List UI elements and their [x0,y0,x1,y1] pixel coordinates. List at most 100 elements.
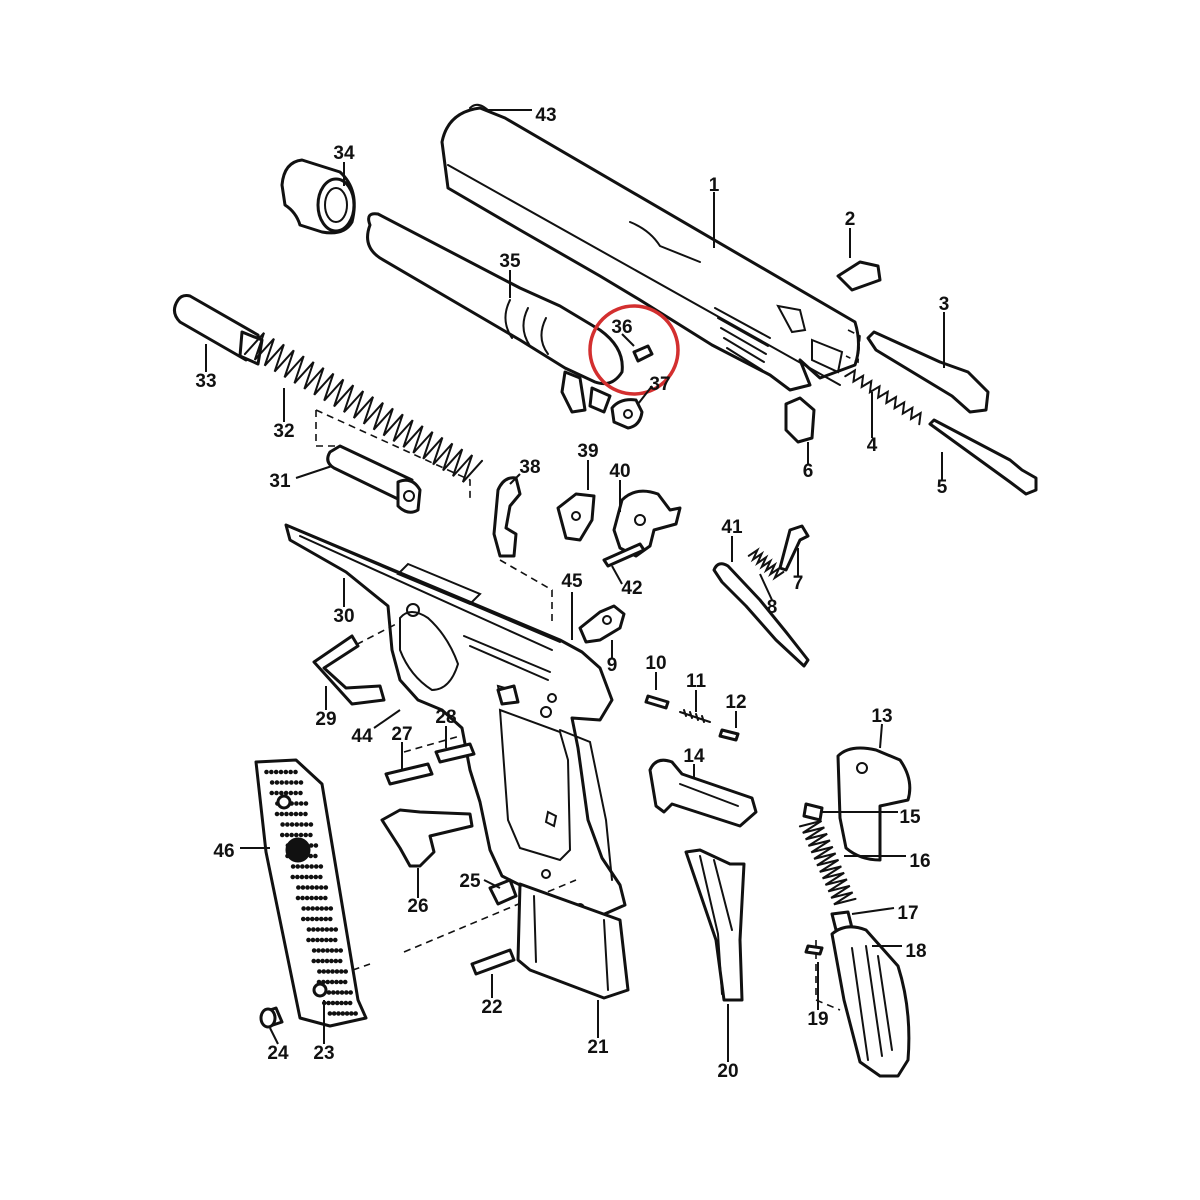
callout-label-12: 12 [725,692,746,713]
mainspring-housing-part [836,746,912,862]
callout-label-46: 46 [213,841,234,862]
callout-label-7: 7 [793,573,804,594]
leader-line-37 [637,385,653,405]
callout-label-11: 11 [686,671,707,692]
callout-label-21: 21 [587,1037,609,1058]
plunger-pin-12 [718,728,740,742]
callout-label-30: 30 [333,606,354,627]
safety-part [648,758,758,828]
mainspring-cap-part [802,802,824,822]
callout-label-9: 9 [607,655,618,676]
callout-label-18: 18 [905,941,926,962]
grip-safety-part [830,925,911,1078]
callout-label-40: 40 [609,461,630,482]
pin-28 [434,742,476,764]
spring-guide-part [326,444,422,514]
hammer-part [612,489,682,558]
callout-label-25: 25 [459,871,481,892]
disconnector-part [492,476,522,558]
callout-label-28: 28 [435,707,456,728]
barrel-bushing-part [280,158,356,235]
callout-label-22: 22 [481,997,502,1018]
callout-label-31: 31 [269,471,291,492]
callout-label-36: 36 [611,317,632,338]
leader-line-8 [759,573,773,601]
callout-label-10: 10 [645,653,666,674]
callout-label-20: 20 [717,1061,738,1082]
firing-pin-stop-part [836,260,882,292]
trigger-bow-part [684,848,746,1002]
callout-label-27: 27 [391,724,412,745]
leader-line-13 [879,723,883,749]
firing-pin-part [928,418,1038,496]
extractor-part [866,330,990,414]
callout-label-17: 17 [897,903,918,924]
callout-label-16: 16 [909,851,930,872]
callout-label-4: 4 [867,435,878,456]
firing-pin-spring-part [844,368,922,426]
leader-line-25 [483,879,501,889]
callout-label-35: 35 [499,251,521,272]
callout-label-43: 43 [535,105,556,126]
slide-stop-part-26 [380,808,474,868]
plunger-spring-11 [679,709,711,723]
callout-label-42: 42 [621,578,642,599]
sear-spring-part [712,562,810,668]
plunger-pin-10 [644,694,670,710]
grip-screw-part [259,1006,284,1029]
hammer-strut-pin-part [778,524,810,572]
callout-label-19: 19 [807,1009,828,1030]
hammer-strut-part [602,542,646,568]
callout-label-23: 23 [313,1043,334,1064]
magazine-part [516,882,630,1000]
rear-sight-part [784,396,816,444]
pin-27 [384,762,434,786]
mainspring-part [798,819,857,906]
callout-label-34: 34 [333,143,355,164]
leader-line-17 [851,907,895,915]
callout-label-45: 45 [561,571,583,592]
callout-label-3: 3 [939,294,950,315]
main-spring-housing-pin-part-29 [312,634,386,706]
barrel-part [366,212,624,414]
callout-label-29: 29 [315,709,336,730]
grip-panel-part [254,758,368,1028]
callout-label-13: 13 [871,706,892,727]
barrel-cap-part-44 [496,684,520,706]
callout-label-6: 6 [803,461,814,482]
callout-label-38: 38 [519,457,540,478]
callout-label-32: 32 [273,421,294,442]
callout-label-2: 2 [845,209,856,230]
sear-part [556,492,596,542]
leader-line-44 [373,709,401,729]
callout-label-8: 8 [767,597,778,618]
recoil-plug-part [173,294,264,366]
slide-stop-pin-part [578,604,626,644]
mainspring-housing-pin-part [804,944,824,956]
leader-line-24 [269,1027,279,1045]
pin-22 [470,948,516,976]
plunger-tube-part [488,878,518,906]
callout-label-1: 1 [709,175,720,196]
callout-label-26: 26 [407,896,428,917]
recoil-spring-part [243,332,484,483]
callout-label-39: 39 [577,441,598,462]
leader-line-31 [295,465,333,479]
callout-label-37: 37 [649,374,670,395]
plunger-spring-part [747,547,785,581]
leader-line-38 [509,473,521,485]
highlight-circle-part-36 [588,304,680,396]
callout-label-24: 24 [267,1043,289,1064]
slide-part [440,103,860,392]
barrel-link-part [610,398,644,430]
link-pin-part [632,344,654,363]
callout-label-33: 33 [195,371,216,392]
callout-label-44: 44 [351,726,373,747]
callout-label-15: 15 [899,807,921,828]
callout-label-14: 14 [683,746,705,767]
leader-line-36 [621,333,635,347]
leader-line-42 [611,565,623,585]
